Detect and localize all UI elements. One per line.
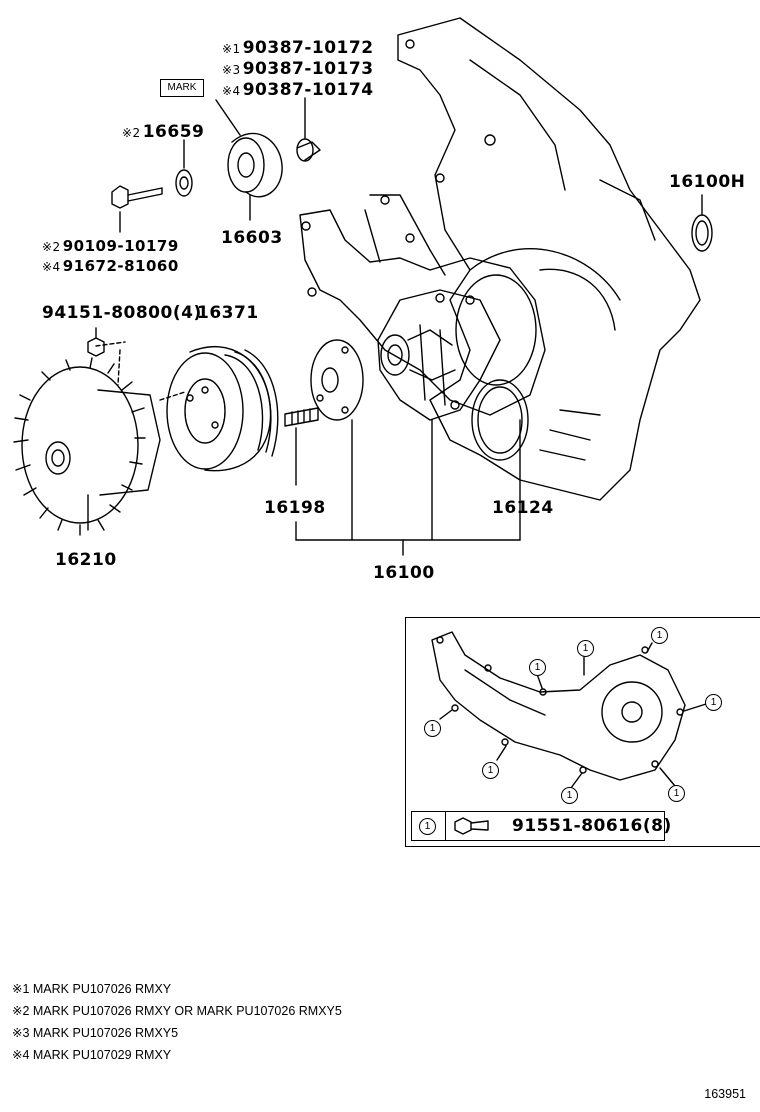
note-line: ※4 MARK PU107029 RMXY [12, 1048, 172, 1062]
inset-pump-outline [431, 631, 707, 835]
timing-cover-outline [397, 17, 701, 501]
callout-1: 1 [529, 659, 546, 676]
label-16603: 16603 [221, 228, 283, 248]
label-16100h: 16100H [669, 172, 746, 192]
oil-seal-16100h [691, 194, 713, 252]
mark-box: MARK [160, 79, 204, 97]
figure-id: 163951 [704, 1087, 746, 1101]
legend-callout-1: 1 [419, 818, 436, 835]
mark-notes: ※1 MARK PU107026 RMXY ※2 MARK PU107026 R… [12, 978, 342, 1066]
note-line: ※2 MARK PU107026 RMXY OR MARK PU107026 R… [12, 1004, 342, 1018]
nut-94151 [87, 327, 105, 357]
inset-legend-table [411, 811, 665, 841]
label-91551-80616: 91551-80616(8) [512, 816, 672, 836]
label-16198: 16198 [264, 498, 326, 518]
idler-pulley-assy [111, 97, 321, 233]
callout-1: 1 [668, 785, 685, 802]
pulley-16371 [166, 346, 279, 472]
callout-1: 1 [482, 762, 499, 779]
note-line: ※1 MARK PU107026 RMXY [12, 982, 172, 996]
gasket-16124 [299, 194, 546, 541]
callout-1: 1 [577, 640, 594, 657]
water-pump-assy [377, 289, 501, 541]
inset-bolt-location [405, 617, 760, 847]
stud-16198 [284, 407, 319, 486]
label-16100: 16100 [373, 563, 435, 583]
callout-1: 1 [561, 787, 578, 804]
label-16210: 16210 [55, 550, 117, 570]
label-16371: 16371 [197, 303, 259, 323]
label-94151-80800: 94151-80800(4) [42, 303, 202, 323]
note-line: ※3 MARK PU107026 RMXY5 [12, 1026, 179, 1040]
callout-1: 1 [424, 720, 441, 737]
fan-clutch-16210 [13, 341, 186, 536]
assy-bracket-16100 [295, 521, 521, 556]
callout-1: 1 [705, 694, 722, 711]
callout-1: 1 [651, 627, 668, 644]
label-16124: 16124 [492, 498, 554, 518]
pulley-flange [310, 339, 364, 541]
